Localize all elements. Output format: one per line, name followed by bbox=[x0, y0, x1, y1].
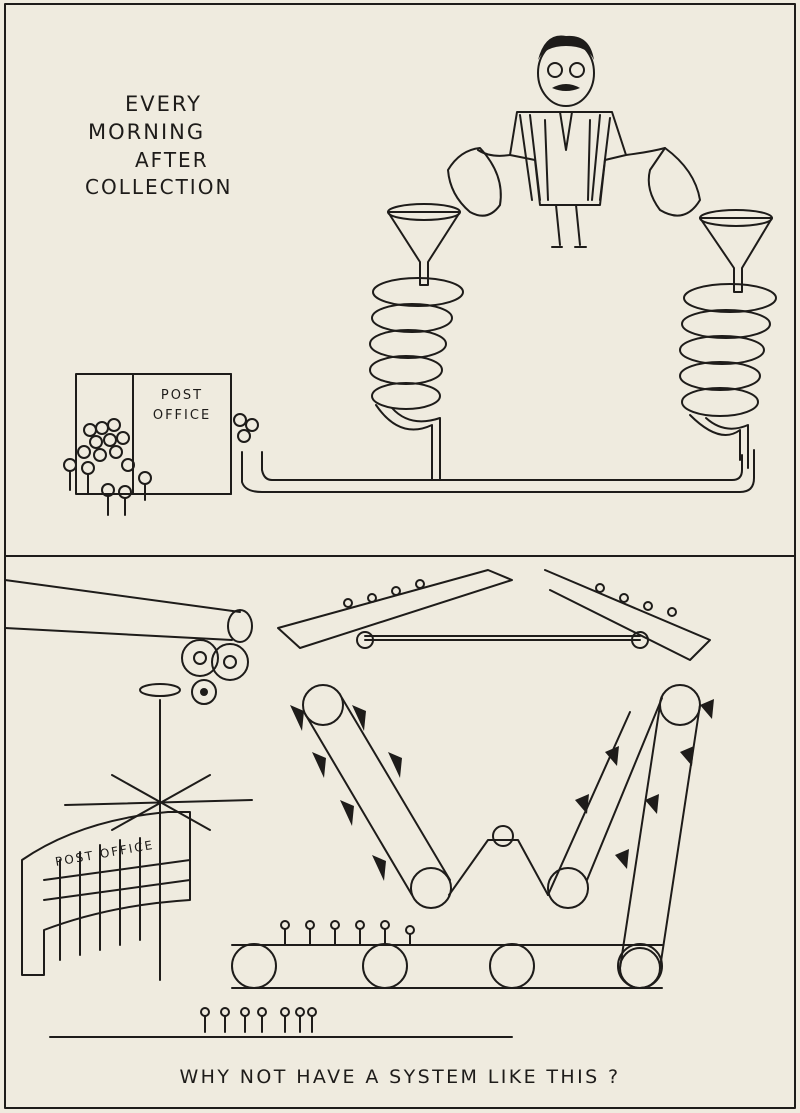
postmaster-figure bbox=[477, 35, 666, 248]
heading-line-2: MORNING bbox=[88, 120, 205, 144]
overhead-belt bbox=[4, 579, 253, 643]
delivery-pipe bbox=[241, 449, 755, 493]
crowd-heads bbox=[63, 413, 259, 516]
upper-sorting-conveyors bbox=[277, 569, 711, 661]
left-funnel-coil bbox=[369, 203, 464, 461]
lower-conveyor bbox=[231, 943, 663, 989]
top-heading: EVERY MORNING AFTER COLLECTION bbox=[85, 92, 232, 199]
bottom-crowd bbox=[200, 1007, 317, 1033]
building-label-line-1: POST bbox=[161, 388, 203, 403]
w-shaped-conveyor bbox=[302, 684, 701, 989]
heading-line-1: EVERY bbox=[125, 92, 202, 116]
heading-line-4: COLLECTION bbox=[85, 175, 232, 199]
heading-line-3: AFTER bbox=[135, 148, 209, 172]
post-office-facade: POST OFFICE bbox=[21, 811, 191, 976]
bottom-caption: WHY NOT HAVE A SYSTEM LIKE THIS ? bbox=[179, 1066, 621, 1088]
right-funnel-coil bbox=[679, 209, 777, 469]
mail-sacks bbox=[447, 147, 701, 217]
post-office-building: POST OFFICE bbox=[75, 373, 232, 495]
building-label-line-2: OFFICE bbox=[153, 408, 211, 423]
conveyor-people bbox=[280, 579, 677, 945]
conveyor-paddles bbox=[290, 699, 714, 881]
rotary-distributor bbox=[64, 683, 253, 981]
gear-assembly bbox=[181, 639, 249, 705]
